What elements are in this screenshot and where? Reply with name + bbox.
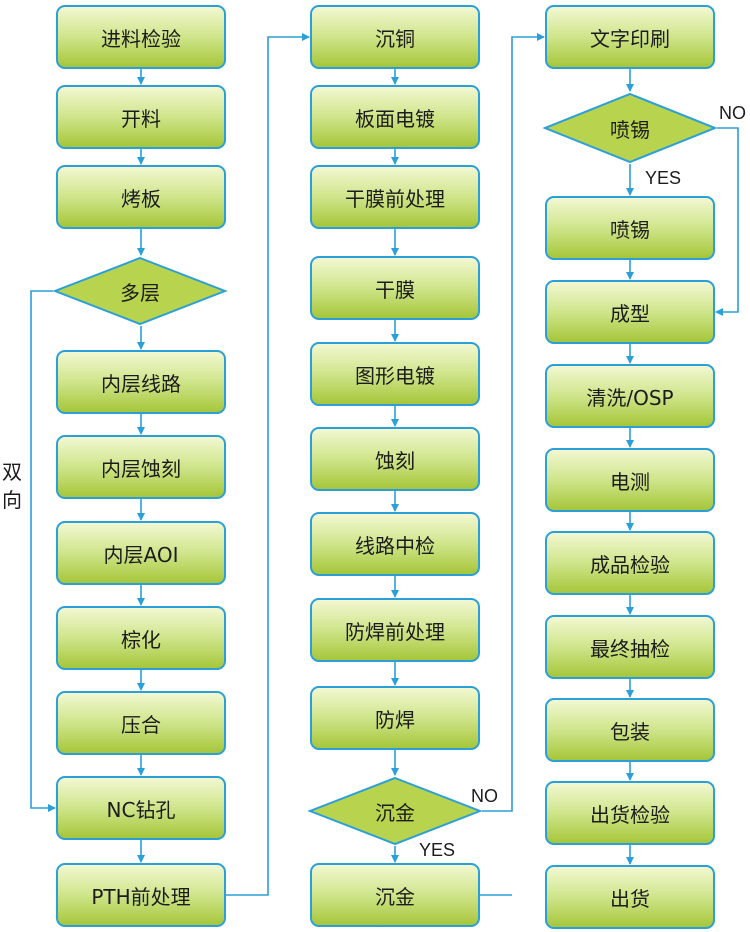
branch-hasl-no — [715, 127, 739, 316]
label-bidirectional-1: 双 — [2, 460, 22, 484]
step-hasl: 喷锡 — [545, 196, 715, 260]
step-electrical-test: 电测 — [545, 448, 715, 512]
step-routing: 成型 — [545, 280, 715, 344]
step-lamination: 压合 — [56, 691, 226, 755]
step-soldermask-pretreatment: 防焊前处理 — [310, 598, 480, 662]
step-inner-circuit: 内层线路 — [56, 350, 226, 414]
step-nc-drilling: NC钻孔 — [56, 776, 226, 840]
link-col2-to-col3 — [482, 33, 545, 812]
step-legend-printing: 文字印刷 — [545, 5, 715, 69]
label-yes-enig: YES — [419, 840, 456, 860]
step-packaging: 包装 — [545, 698, 715, 762]
step-shipping: 出货 — [545, 865, 715, 929]
step-pth-pretreatment: PTH前处理 — [56, 863, 226, 927]
decision-hasl-label: 喷锡 — [610, 117, 650, 142]
label-bidirectional-2: 向 — [2, 488, 22, 512]
bypass-bidirectional — [30, 290, 56, 812]
step-baking: 烤板 — [56, 165, 226, 229]
decision-enig-label: 沉金 — [375, 800, 415, 825]
step-circuit-inspection: 线路中检 — [310, 512, 480, 576]
step-final-inspection: 成品检验 — [545, 531, 715, 595]
step-soldermask: 防焊 — [310, 686, 480, 750]
label-no-hasl: NO — [719, 103, 746, 123]
step-panel-plating: 板面电镀 — [310, 85, 480, 149]
step-cleaning-osp: 清洗/OSP — [545, 364, 715, 428]
decision-hasl: 喷锡 — [542, 92, 718, 164]
step-pattern-plating: 图形电镀 — [310, 342, 480, 406]
step-inner-etch: 内层蚀刻 — [56, 435, 226, 499]
step-electroless-copper: 沉铜 — [310, 5, 480, 69]
step-inner-aoi: 内层AOI — [56, 521, 226, 585]
step-enig: 沉金 — [310, 863, 480, 927]
decision-enig: 沉金 — [307, 776, 483, 846]
step-browning: 棕化 — [56, 606, 226, 670]
step-cutting: 开料 — [56, 85, 226, 149]
step-dryfilm: 干膜 — [310, 256, 480, 320]
step-final-sampling: 最终抽检 — [545, 615, 715, 679]
label-yes-hasl: YES — [645, 168, 682, 188]
label-no-enig: NO — [471, 786, 498, 806]
step-etching: 蚀刻 — [310, 427, 480, 491]
step-incoming-inspection: 进料检验 — [56, 5, 226, 69]
decision-multilayer-label: 多层 — [120, 280, 160, 305]
link-col1-to-col2 — [226, 33, 310, 896]
decision-multilayer: 多层 — [52, 256, 228, 326]
step-shipping-inspection: 出货检验 — [545, 781, 715, 845]
step-dryfilm-pretreatment: 干膜前处理 — [310, 165, 480, 229]
